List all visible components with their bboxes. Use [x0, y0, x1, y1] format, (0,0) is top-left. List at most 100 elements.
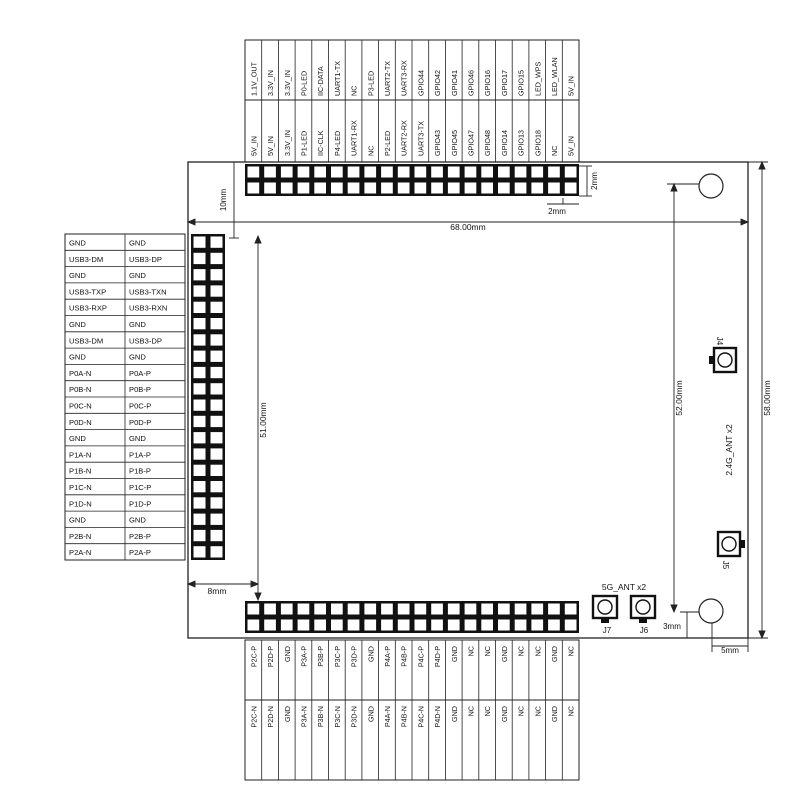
pin-label: P1B-P	[129, 467, 151, 476]
pin-label: NC	[533, 646, 542, 656]
pin-label: P0D-N	[69, 418, 92, 427]
header-pin	[514, 603, 527, 615]
header-pin	[193, 318, 206, 330]
header-pin	[447, 182, 460, 194]
header-pin	[397, 619, 410, 631]
pin-label: GPIO13	[517, 130, 526, 156]
pin-label: P4-LED	[333, 131, 342, 156]
connector-j7	[591, 594, 619, 623]
pin-label: GPIO46	[466, 70, 475, 96]
pin-label: P0A-N	[69, 369, 91, 378]
pin-label: NC	[517, 706, 526, 716]
pin-label: P2D-P	[266, 646, 275, 667]
top-pin-header	[245, 164, 579, 196]
header-body	[191, 234, 225, 560]
pin-label: P1D-P	[129, 499, 151, 508]
pin-label: GND	[69, 353, 86, 362]
header-pin	[431, 166, 443, 178]
pin-label: USB3-DP	[129, 255, 162, 264]
header-pin	[210, 318, 223, 330]
header-pin	[280, 182, 293, 194]
header-pin	[564, 603, 577, 615]
header-pin	[193, 432, 206, 444]
header-pin	[481, 603, 493, 615]
header-body	[245, 164, 579, 196]
header-pin	[193, 350, 206, 362]
header-pin	[210, 350, 223, 362]
left-pin-header	[191, 234, 225, 560]
pin-label: LED_WLAN	[550, 57, 559, 96]
header-pin	[210, 464, 223, 476]
header-pin	[280, 603, 293, 615]
pin-label: GND	[69, 434, 86, 443]
pin-label: P3C-P	[333, 646, 342, 667]
header-pin	[193, 464, 206, 476]
top-table-lines	[261, 40, 563, 162]
header-pin	[280, 619, 293, 631]
pin-label: P1A-P	[129, 450, 151, 459]
pin-label: GND	[69, 516, 86, 525]
pin-label: P2B-P	[129, 532, 151, 541]
header-pin	[193, 269, 206, 281]
pin-label: P2C-N	[249, 706, 258, 728]
pin-label: GND	[129, 353, 146, 362]
header-pin	[331, 619, 343, 631]
pin-label: GND	[129, 239, 146, 248]
header-pin	[297, 619, 310, 631]
pin-label: P4A-P	[383, 646, 392, 667]
dim-8mm: 8mm	[208, 586, 227, 596]
pin-label: GPIO43	[433, 130, 442, 156]
header-pin	[464, 166, 477, 178]
header-pin	[481, 182, 493, 194]
pin-label: GND	[450, 706, 459, 722]
pin-label: GND	[366, 706, 375, 722]
pin-label: P0B-P	[129, 385, 151, 394]
header-pin	[347, 166, 360, 178]
pin-label: NC	[550, 146, 559, 156]
header-pin	[210, 383, 223, 395]
pin-label: GND	[550, 706, 559, 722]
header-pin	[280, 166, 293, 178]
header-pin	[364, 166, 377, 178]
label-j4: J4	[715, 337, 724, 346]
pin-label: NC	[483, 706, 492, 716]
header-pin	[447, 619, 460, 631]
pin-label: P3C-N	[333, 706, 342, 728]
pin-label: NC	[517, 646, 526, 656]
header-pin	[193, 448, 206, 460]
header-pin	[193, 415, 206, 428]
pin-label: 1.1V_OUT	[249, 61, 258, 96]
pin-label: P4B-N	[400, 706, 409, 727]
pin-label: UART3-RX	[400, 60, 409, 96]
pin-label: NC	[567, 706, 576, 716]
header-pin	[464, 619, 477, 631]
pin-label: P1A-N	[69, 450, 91, 459]
pin-label: P1-LED	[299, 131, 308, 156]
pin-label: P3B-N	[316, 706, 325, 727]
header-pin	[498, 182, 510, 194]
pin-label: GND	[500, 646, 509, 662]
pin-label: P3D-N	[350, 706, 359, 728]
pin-label: NC	[533, 706, 542, 716]
pin-label: GND	[283, 706, 292, 722]
pin-label: P0D-P	[129, 418, 151, 427]
header-pin	[264, 182, 276, 194]
dim-2mm-pitch-v: 2mm	[590, 172, 599, 190]
header-pin	[381, 166, 393, 178]
pin-label: GND	[129, 271, 146, 280]
header-body	[245, 601, 579, 633]
pin-label: P3A-P	[299, 646, 308, 667]
header-pin	[193, 285, 206, 297]
label-j6: J6	[640, 626, 649, 635]
pin-label: GND	[129, 434, 146, 443]
header-pin	[498, 603, 510, 615]
header-pin	[481, 166, 493, 178]
header-pin	[364, 603, 377, 615]
pin-label: P4A-N	[383, 706, 392, 727]
header-pin	[431, 603, 443, 615]
pin-label: NC	[366, 146, 375, 156]
header-pin	[381, 603, 393, 615]
pin-label: UART2-TX	[383, 61, 392, 96]
